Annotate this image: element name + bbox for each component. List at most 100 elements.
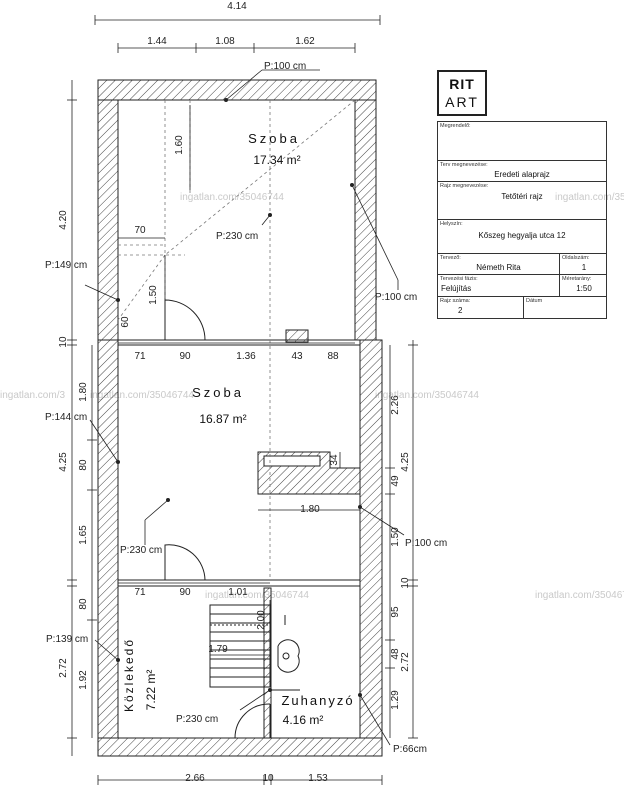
- dim-height-mid: 4.25: [58, 452, 69, 472]
- dim-upper-60: 60: [120, 316, 131, 328]
- dim-top-2: 1.08: [215, 36, 235, 47]
- height-p144: P:144 cm: [45, 412, 87, 423]
- height-p230-mid: P:230 cm: [120, 545, 162, 556]
- room-area-mid: 16.87 m²: [199, 412, 246, 426]
- ritart-logo: RIT ART: [437, 70, 487, 116]
- tb-label: Tervezési fázis:: [440, 276, 478, 282]
- tb-row-plan: Terv megnevezése: Eredeti alaprajz: [438, 161, 606, 182]
- height-p230-upper: P:230 cm: [216, 231, 258, 242]
- dim-top-3: 1.62: [295, 36, 315, 47]
- tb-value: Tetőtéri rajz: [501, 192, 543, 201]
- dim-right-150: 1.50: [390, 527, 401, 547]
- tb-row-location: Helyszín: Kőszeg hegyalja utca 12: [438, 220, 606, 254]
- dim-mid-left-180: 1.80: [78, 382, 89, 402]
- tb-label: Terv megnevezése:: [440, 162, 488, 168]
- logo-line-2: ART: [445, 94, 479, 110]
- dim-height-upper: 4.20: [58, 210, 69, 230]
- tb-value: 2: [458, 306, 463, 315]
- dim-wall-10-right: 10: [400, 577, 411, 589]
- dim-upper-160: 1.60: [174, 135, 185, 155]
- watermark: ingatlan.com/3: [0, 390, 65, 401]
- dim-overall-width: 4.14: [227, 1, 247, 12]
- dim-lower-left-192: 1.92: [78, 670, 89, 690]
- height-p66: P:66cm: [393, 744, 427, 755]
- tb-row-phase: Tervezési fázis: Felújítás Méretarány: 1…: [438, 275, 606, 297]
- dimension-lines: [67, 15, 418, 785]
- dim-height-mid-right: 4.25: [400, 452, 411, 472]
- dim-mid-left-80: 80: [78, 459, 89, 471]
- height-p139: P:139 cm: [46, 634, 88, 645]
- tb-value: 1: [581, 263, 587, 272]
- logo-line-1: RIT: [449, 76, 475, 92]
- dim-mid-left-165: 1.65: [78, 525, 89, 545]
- dim-lower-90: 90: [179, 587, 191, 598]
- dim-height-lower-right: 2.72: [400, 652, 411, 672]
- tb-row-drawing-no: Rajz száma: 2 Dátum: [438, 297, 606, 318]
- dim-lower-left-80: 80: [78, 598, 89, 610]
- dim-wall-10-left: 10: [58, 336, 69, 348]
- height-p100-right-mid: P:100 cm: [405, 538, 447, 549]
- dim-upper-70: 70: [134, 225, 146, 236]
- dim-bottom-right: 1.53: [308, 773, 328, 784]
- watermark: ingatlan.com/35046744: [535, 590, 624, 601]
- height-p230-lower: P:230 cm: [176, 714, 218, 725]
- tb-label: Méretarány:: [562, 276, 592, 282]
- dim-upper-150: 1.50: [148, 285, 159, 305]
- watermark: ingatlan.com/35046744: [90, 390, 194, 401]
- tb-label: Tervező:: [440, 255, 461, 261]
- dim-mid-34: 34: [329, 454, 340, 466]
- room-name-upper: Szoba: [248, 131, 300, 146]
- dim-top-1: 1.44: [147, 36, 167, 47]
- dim-right-226: 2.26: [390, 395, 401, 415]
- dim-strip-71: 71: [134, 351, 146, 362]
- tb-value: Németh Rita: [476, 263, 521, 272]
- room-name-corridor: Közlekedő: [122, 638, 136, 712]
- dim-strip-43: 43: [291, 351, 303, 362]
- room-name-bathroom: Zuhanyzó: [281, 693, 354, 708]
- tb-label: Rajz megnevezése:: [440, 183, 489, 189]
- tb-label: Oldalszám:: [562, 255, 590, 261]
- tb-row-drawing: Rajz megnevezése: Tetőtéri rajz: [438, 182, 606, 220]
- watermark: ingatlan.com/35046744: [375, 390, 479, 401]
- tb-label: Rajz száma:: [440, 298, 471, 304]
- dim-stair-200: 2.00: [256, 610, 267, 630]
- tb-label: Megrendelő:: [440, 123, 471, 129]
- watermark: ingatlan.com/35046744: [205, 590, 309, 601]
- dim-mid-180: 1.80: [300, 504, 320, 515]
- dim-height-lower: 2.72: [58, 658, 69, 678]
- tb-value: Felújítás: [441, 284, 472, 293]
- dim-right-48: 48: [390, 648, 401, 660]
- walls: [97, 79, 383, 757]
- room-area-bathroom: 4.16 m²: [283, 713, 324, 727]
- tb-value: 1:50: [576, 284, 592, 293]
- tb-value: Eredeti alaprajz: [494, 170, 550, 179]
- dim-bottom-wall: 10: [262, 773, 274, 784]
- doors: [164, 299, 271, 739]
- tb-row-designer: Tervező: Németh Rita Oldalszám: 1: [438, 254, 606, 275]
- height-p149: P:149 cm: [45, 260, 87, 271]
- dim-right-95: 95: [390, 606, 401, 618]
- height-p100-top: P:100 cm: [264, 61, 306, 72]
- dim-right-129: 1.29: [390, 690, 401, 710]
- tb-label: Helyszín:: [440, 221, 463, 227]
- dim-lower-101: 1.01: [228, 587, 248, 598]
- height-points: [116, 98, 362, 697]
- dim-stair-179: 1.79: [208, 644, 228, 655]
- room-area-upper: 17.34 m²: [253, 153, 300, 167]
- bathroom-fixtures: [272, 615, 300, 691]
- height-leaders: [84, 69, 405, 746]
- watermark: ingatlan.com/35046744: [555, 192, 624, 203]
- title-block: Megrendelő: Terv megnevezése: Eredeti al…: [437, 121, 607, 319]
- room-name-mid: Szoba: [192, 385, 244, 400]
- dim-strip-88: 88: [327, 351, 339, 362]
- dim-lower-71: 71: [134, 587, 146, 598]
- tb-row-client: Megrendelő:: [438, 122, 606, 161]
- watermark: ingatlan.com/35046744: [180, 192, 284, 203]
- tb-label: Dátum: [526, 298, 543, 304]
- dim-strip-90: 90: [179, 351, 191, 362]
- height-p100-right-upper: P:100 cm: [375, 292, 417, 303]
- dim-strip-136: 1.36: [236, 351, 256, 362]
- dim-right-49: 49: [390, 475, 401, 487]
- tb-value: Kőszeg hegyalja utca 12: [478, 231, 566, 240]
